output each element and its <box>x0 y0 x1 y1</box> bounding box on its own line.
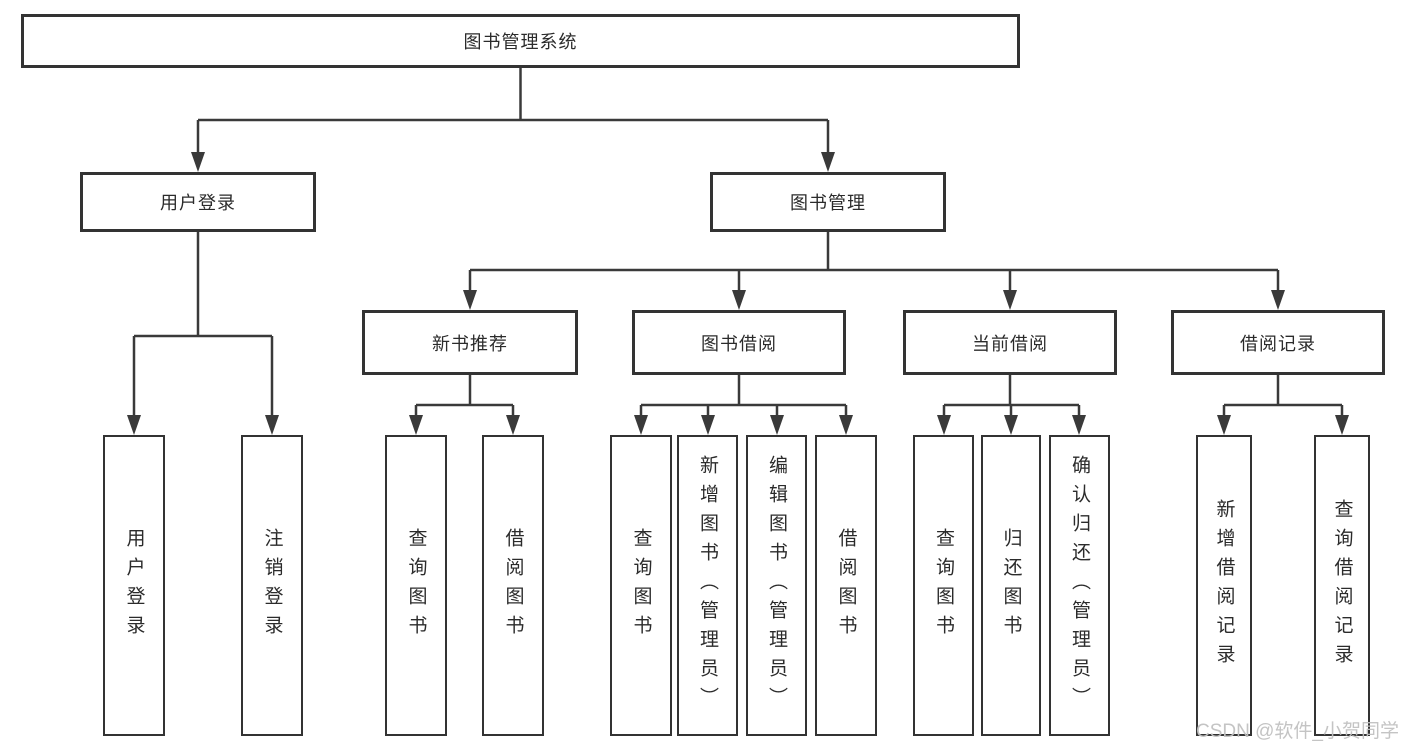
leaf-query-books-recommend: 查询图书 <box>385 435 447 736</box>
leaf-label: 查询借阅记录 <box>1331 498 1353 673</box>
leaf-label: 查询图书 <box>630 527 652 644</box>
leaf-label: 归还图书 <box>1000 527 1022 644</box>
leaf-label: 借阅图书 <box>835 527 857 644</box>
leaf-query-books-current: 查询图书 <box>913 435 974 736</box>
leaf-add-borrow-record: 新增借阅记录 <box>1196 435 1252 736</box>
node-label: 新书推荐 <box>432 333 508 354</box>
csdn-watermark: CSDN @软件_小贺同学 <box>1196 721 1399 742</box>
node-current-borrow: 当前借阅 <box>903 310 1117 375</box>
leaf-logout-login: 注销登录 <box>241 435 303 736</box>
leaf-edit-book-admin: 编辑图书（管理员） <box>746 435 807 736</box>
leaf-label: 查询图书 <box>405 527 427 644</box>
leaf-label: 查询图书 <box>933 527 954 644</box>
leaf-return-books: 归还图书 <box>981 435 1041 736</box>
node-label: 图书管理系统 <box>463 32 578 52</box>
leaf-query-borrow-record: 查询借阅记录 <box>1314 435 1370 736</box>
leaf-label: 注销登录 <box>261 527 283 644</box>
leaf-label: 编辑图书（管理员） <box>766 455 787 716</box>
node-book-borrow: 图书借阅 <box>632 310 846 375</box>
leaf-borrow-books-recommend: 借阅图书 <box>482 435 544 736</box>
node-new-book-recommend: 新书推荐 <box>362 310 578 375</box>
leaf-label: 确认归还（管理员） <box>1069 455 1090 716</box>
leaf-label: 新增图书（管理员） <box>697 455 718 716</box>
leaf-add-book-admin: 新增图书（管理员） <box>677 435 738 736</box>
node-user-login: 用户登录 <box>80 172 316 232</box>
node-label: 借阅记录 <box>1240 333 1316 354</box>
leaf-confirm-return-admin: 确认归还（管理员） <box>1049 435 1110 736</box>
node-book-management: 图书管理 <box>710 172 946 232</box>
leaf-label: 用户登录 <box>123 527 145 644</box>
node-library-management-system: 图书管理系统 <box>21 14 1020 68</box>
leaf-label: 借阅图书 <box>502 527 524 644</box>
leaf-user-login: 用户登录 <box>103 435 165 736</box>
node-label: 用户登录 <box>160 193 236 213</box>
leaf-label: 新增借阅记录 <box>1213 498 1235 673</box>
node-label: 图书借阅 <box>701 333 777 354</box>
node-borrow-records: 借阅记录 <box>1171 310 1385 375</box>
leaf-query-books-borrow: 查询图书 <box>610 435 672 736</box>
leaf-borrow-books-borrow: 借阅图书 <box>815 435 877 736</box>
node-label: 图书管理 <box>790 193 866 213</box>
node-label: 当前借阅 <box>972 333 1048 354</box>
